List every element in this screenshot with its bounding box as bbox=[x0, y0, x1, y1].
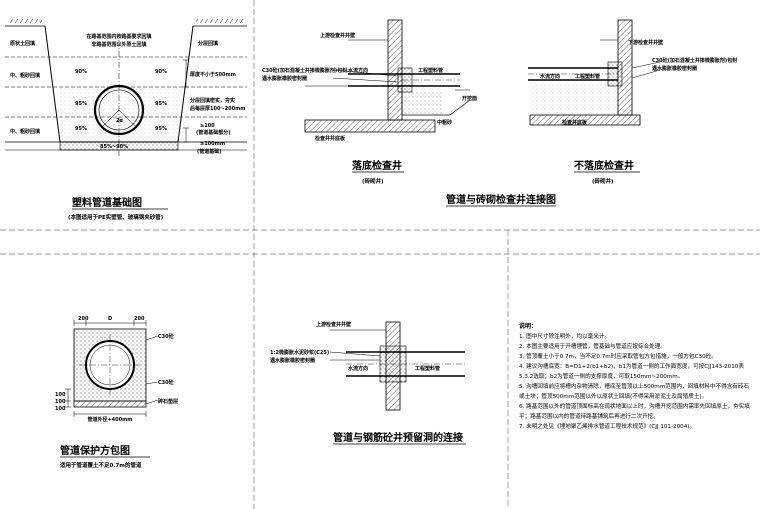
pct-1: 90% bbox=[75, 69, 87, 75]
label-c30-top: C30砼 bbox=[158, 333, 175, 340]
nondrop-manhole-labels: 下游检查井井壁 C30砼(加石混凝土并掺微膨胀剂)包封 遇水膨胀橡胶密封圈 水流… bbox=[539, 39, 737, 126]
pipe-foundation-diagram bbox=[5, 18, 247, 156]
panel1-title: 塑料管道基础图 bbox=[72, 196, 142, 209]
right-label-4: 后每层厚100~200mm bbox=[190, 105, 245, 112]
note-item: 4. 建议沟槽底宽：B=D1+2(b1+b2)，b1为管道一侧的工作面宽度，可按… bbox=[519, 364, 744, 380]
pct-6: 95% bbox=[155, 126, 167, 132]
label-downstream-wall: 下游检查井井壁 bbox=[628, 39, 663, 46]
label-upstream-wall-4: 上游检查井井壁 bbox=[316, 321, 351, 328]
pct-5: 95% bbox=[75, 126, 87, 132]
nondrop-manhole-sub: (砖砌井) bbox=[592, 177, 614, 185]
pipe-encasement-title: 管道保护方包图 bbox=[60, 444, 130, 457]
notes-block: 说明： 1. 图中尺寸除注明外，均以毫米计。 2. 本图主要适用于开槽埋管，管基… bbox=[519, 322, 751, 432]
note-item: 6. 路基范围以外的管道顶面标高在现状地面以上时，沟槽开挖范围内需率先回填原土，… bbox=[519, 404, 750, 420]
label-upstream-wall: 上游检查井井壁 bbox=[320, 32, 355, 39]
label-flow-2: 水流方向 bbox=[539, 73, 560, 80]
pct-7: 85%~90% bbox=[100, 144, 128, 150]
label-gravel: 碎石垫层 bbox=[158, 398, 178, 405]
note-item: 7. 未明之处见《埋地聚乙烯排水管道工程技术规范》(CJJ 101-2004)。 bbox=[519, 424, 696, 430]
label-pipe-4: 工程塑料管 bbox=[415, 365, 440, 372]
drop-manhole-title: 落底检查井 bbox=[352, 159, 402, 172]
label-c30-side: C30砼 bbox=[158, 379, 175, 386]
rc-manhole-labels: 上游检查井井壁 1:2微膨胀水泥砂浆(C25) 遇水膨胀橡胶密封圈 水流方向 工… bbox=[270, 321, 440, 372]
label-c30-encase: C30砼(加石混凝土并掺微膨胀剂)包封 bbox=[262, 67, 347, 74]
manhole-connection-title: 管道与砖砌检查井连接图 bbox=[446, 193, 556, 206]
nondrop-manhole-title: 不落底检查井 bbox=[574, 159, 634, 172]
layer-label-3: 中、粗砂回填 bbox=[10, 128, 40, 135]
label-c30-encase-2: C30砼(加石混凝土并掺微膨胀剂)包封 bbox=[652, 57, 737, 64]
right-label-1: 分层回填 bbox=[198, 40, 218, 47]
label-seal-4: 遇水膨胀橡胶密封圈 bbox=[270, 357, 315, 364]
pipe-encasement-labels: 200 D 200 C30砼 C30砼 碎石垫层 100 100 100 管道外… bbox=[55, 316, 178, 423]
drop-manhole-labels: 上游检查井井壁 C30砼(加石混凝土并掺微膨胀剂)包封 遇水膨胀橡胶密封圈 水流… bbox=[262, 32, 477, 142]
dim-width-label: 管道外径+400mm bbox=[87, 416, 132, 423]
label-mortar: 1:2微膨胀水泥砂浆(C25) bbox=[270, 349, 329, 356]
label-trench: 开挖面 bbox=[462, 95, 477, 102]
dim-top-left: 200 bbox=[78, 316, 89, 322]
pipe-encasement-diagram bbox=[65, 320, 159, 417]
pct-4: 95% bbox=[155, 101, 167, 107]
rc-manhole-diagram bbox=[329, 321, 465, 411]
label-seal-2: 遇水膨胀橡胶密封圈 bbox=[652, 65, 697, 72]
dim-left-2: 100 bbox=[55, 399, 66, 405]
top-note-1: 在路基范围内按路基要求回填 bbox=[86, 33, 151, 40]
nondrop-manhole-diagram bbox=[528, 19, 661, 126]
label-flow-4: 水流方向 bbox=[347, 365, 368, 372]
dim-left-1: 100 bbox=[55, 392, 66, 398]
rc-manhole-title: 管道与钢筋砼井预留洞的连接 bbox=[333, 431, 463, 444]
note-item: 5. 沟槽回填前应将槽内杂物清除，槽底至管顶以上500mm范围内，回填材料中不得… bbox=[519, 384, 750, 400]
panel1-subtitle: (本图适用于PE实壁管、玻璃钢夹砂管) bbox=[68, 213, 164, 221]
pct-3: 95% bbox=[75, 101, 87, 107]
layer-label-1: 原状土回填 bbox=[10, 40, 35, 47]
right-label-2: 厚度不小于500mm bbox=[190, 71, 236, 78]
right-label-6: (管道基础部分) bbox=[196, 129, 231, 136]
label-flow: 水流方向 bbox=[347, 67, 368, 74]
drop-manhole-diagram bbox=[304, 19, 471, 133]
notes-title: 说明： bbox=[519, 323, 538, 330]
label-seal: 遇水膨胀橡胶密封圈 bbox=[262, 75, 307, 82]
label-bottom: 检查井井底板 bbox=[315, 135, 346, 142]
label-pipe-2: 工程塑料管 bbox=[575, 73, 600, 80]
right-label-8: (管道基础) bbox=[197, 148, 222, 155]
layer-label-2: 中、粗砂回填 bbox=[10, 72, 40, 79]
note-item: 1. 图中尺寸除注明外，均以毫米计。 bbox=[519, 334, 611, 340]
dim-top-mid: D bbox=[108, 316, 112, 322]
label-bottom-2: 检查井底板 bbox=[562, 119, 588, 126]
pipe-foundation-labels: 在路基范围内按路基要求回填 非路基范围以外原土回填 原状土回填 中、粗砂回填 中… bbox=[10, 33, 245, 155]
right-label-7: ≥100mm bbox=[200, 141, 225, 147]
note-item: 3. 管顶覆土小于0.7m，当不足0.7m时应采取管包方包措施，一般方包C30砼… bbox=[519, 354, 717, 360]
dim-left-3: 100 bbox=[55, 406, 66, 412]
right-label-3: 分层回填密实，夯实 bbox=[190, 97, 235, 104]
label-pipe: 工程塑料管 bbox=[418, 67, 443, 74]
drop-manhole-sub: (砖砌井) bbox=[362, 177, 384, 185]
pct-2: 90% bbox=[155, 69, 167, 75]
note-item: 2. 本图主要适用于开槽埋管，管基础与管道应按综合处理。 bbox=[519, 344, 666, 350]
angle-label: 2α bbox=[116, 118, 123, 124]
right-label-5: ≥100 bbox=[200, 123, 215, 129]
label-sand: 中粗砂 bbox=[437, 119, 452, 126]
pipe-encasement-subtitle: 适用于管道覆土不足0.7m的管道 bbox=[60, 461, 142, 469]
dim-top-right: 200 bbox=[134, 316, 145, 322]
top-note-2: 非路基范围以外原土回填 bbox=[91, 41, 146, 48]
